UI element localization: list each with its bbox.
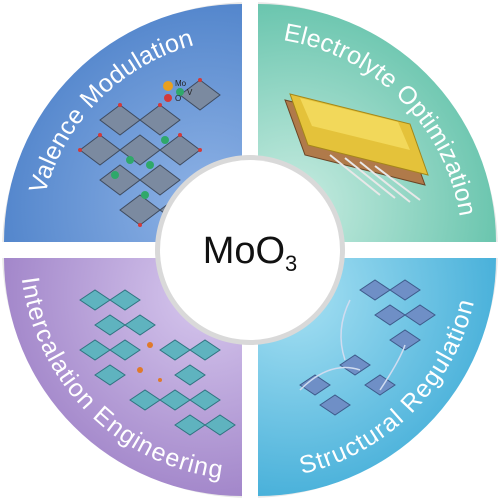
legend-label-v: V [187, 88, 193, 97]
valence-legend: Mo O V [163, 79, 193, 103]
valence-lattice-illustration: Mo O V [78, 78, 221, 227]
quadrant-intercalation [4, 258, 242, 496]
center-formula: MoO3 [203, 230, 298, 276]
center-hub [160, 160, 340, 340]
structural-network-illustration [299, 279, 436, 416]
electrolyte-device-illustration [284, 93, 429, 203]
legend-label-o: O [175, 94, 181, 103]
legend-label-mo: Mo [175, 79, 187, 88]
intercalation-layers-illustration [79, 289, 236, 436]
